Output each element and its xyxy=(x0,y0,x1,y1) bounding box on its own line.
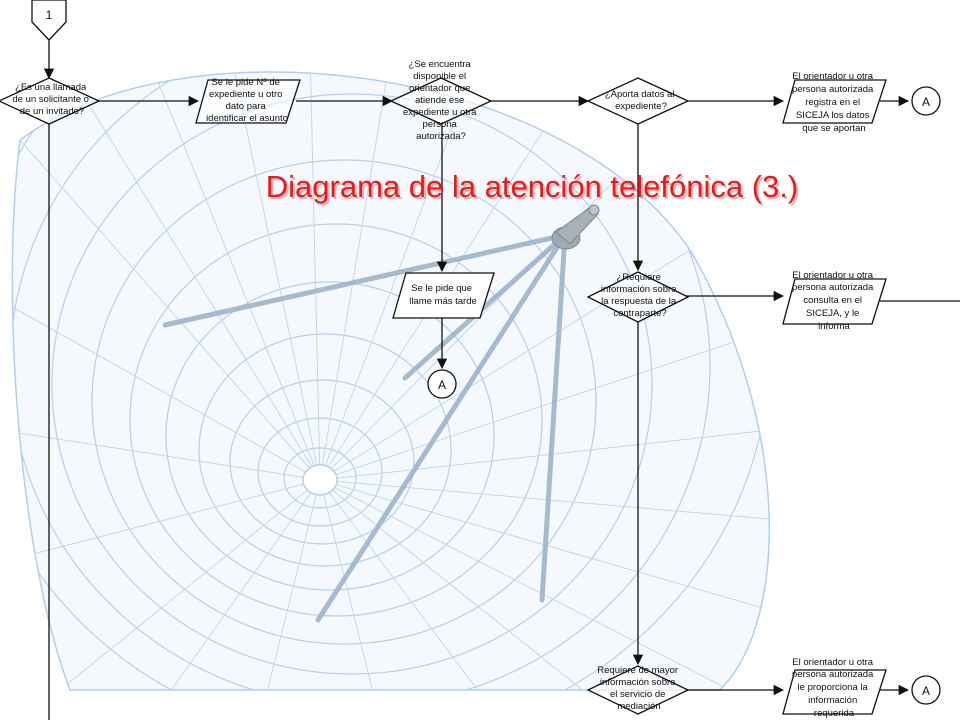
decision-line: mediación xyxy=(617,701,660,712)
connector-a-middle: A xyxy=(427,369,457,399)
process-line: SICEJA, y le xyxy=(806,308,859,319)
decision-caller-type: ¿Es una llamada de un solicitante o de u… xyxy=(0,77,101,125)
decision-line: la respuesta de la xyxy=(601,296,677,307)
process-line: información xyxy=(808,695,857,706)
process-line: El orientador u otra xyxy=(792,657,874,668)
process-line: informa xyxy=(818,321,850,332)
process-provide-info-label: El orientador u otra persona autorizada … xyxy=(792,657,876,719)
process-line: le proporciona la xyxy=(798,682,869,693)
connector-a-label: A xyxy=(922,95,930,109)
decision-line: ¿Aporta datos al xyxy=(605,89,675,100)
connector-a-bottom: A xyxy=(911,675,941,705)
process-register-data: El orientador u otra persona autorizada … xyxy=(782,71,887,134)
process-call-later: Se le pide que llame más tarde xyxy=(392,272,495,319)
decision-line: de un solicitante o xyxy=(12,94,89,105)
decision-line: expediente? xyxy=(615,101,667,112)
diagram-title-shadow: Diagrama de la atención telefónica (3.) xyxy=(268,171,800,206)
process-line: persona autorizada xyxy=(792,84,874,95)
process-line: registra en el xyxy=(805,97,860,108)
decision-requires-mediation-info-label: Requiere de mayor información sobre el s… xyxy=(597,665,680,712)
decision-line: el servicio de xyxy=(610,689,665,700)
decision-line: ¿Requiere xyxy=(617,272,661,283)
satellite-dish-icon xyxy=(11,71,770,691)
decision-requires-counterpart-info-label: ¿Requiere información sobre la respuesta… xyxy=(601,272,679,319)
start-connector-label: 1 xyxy=(46,8,53,22)
decision-line: contraparte? xyxy=(613,308,666,319)
decision-provides-data: ¿Aporta datos al expediente? xyxy=(586,77,690,125)
process-line: llame más tarde xyxy=(409,296,477,307)
process-line: persona autorizada xyxy=(792,282,874,293)
decision-line: Requiere de mayor xyxy=(597,665,678,676)
process-line: consulta en el xyxy=(803,295,862,306)
process-line: SICEJA los datos xyxy=(796,110,870,121)
decision-line: información sobre xyxy=(600,677,676,688)
connector-a-top: A xyxy=(911,86,941,116)
decision-counselor-available: ¿Se encuentra disponible el orientador q… xyxy=(389,59,493,142)
process-consult-siceja-label: El orientador u otra persona autorizada … xyxy=(792,270,876,332)
decision-line: disponible el xyxy=(413,71,466,82)
decision-line: atiende ese xyxy=(415,95,464,106)
process-line: El orientador u otra xyxy=(792,71,874,82)
process-ask-file-number-label: Se le pide Nº de expediente u otro dato … xyxy=(206,77,288,124)
decision-line: orientador que xyxy=(409,83,470,94)
decision-line: ¿Se encuentra xyxy=(409,59,472,70)
decision-caller-type-label: ¿Es una llamada de un solicitante o de u… xyxy=(12,82,91,117)
decision-line: expediente u otra xyxy=(403,107,477,118)
process-line: expediente u otro xyxy=(209,89,282,100)
process-ask-file-number: Se le pide Nº de expediente u otro dato … xyxy=(195,77,301,124)
decision-requires-mediation-info: Requiere de mayor información sobre el s… xyxy=(586,665,690,715)
decision-counselor-available-label: ¿Se encuentra disponible el orientador q… xyxy=(403,59,479,142)
process-line: requerida xyxy=(814,708,855,719)
decision-line: ¿Es una llamada xyxy=(15,82,87,93)
process-consult-siceja: El orientador u otra persona autorizada … xyxy=(782,270,887,332)
process-line: Se le pide que xyxy=(411,283,472,294)
process-provide-info: El orientador u otra persona autorizada … xyxy=(782,657,887,719)
start-connector: 1 xyxy=(31,0,67,41)
decision-line: autorizada? xyxy=(416,131,466,142)
process-line: persona autorizada xyxy=(792,669,874,680)
connector-lines xyxy=(43,40,960,720)
decision-requires-counterpart-info: ¿Requiere información sobre la respuesta… xyxy=(586,271,690,323)
decision-provides-data-label: ¿Aporta datos al expediente? xyxy=(605,89,677,112)
decision-line: de un invitado? xyxy=(20,106,84,117)
process-line: dato para xyxy=(226,101,267,112)
process-line: El orientador u otra xyxy=(792,270,874,281)
decision-line: persona xyxy=(423,119,458,130)
diagram-title: Diagrama de la atención telefónica (3.) … xyxy=(266,169,800,206)
process-call-later-label: Se le pide que llame más tarde xyxy=(409,283,477,307)
connector-a-label: A xyxy=(922,684,930,698)
process-line: identificar el asunto xyxy=(206,113,288,124)
connector-a-label: A xyxy=(438,378,446,392)
process-line: Se le pide Nº de xyxy=(211,77,279,88)
decision-line: información sobre xyxy=(601,284,677,295)
diagram-title-text: Diagrama de la atención telefónica (3.) xyxy=(266,169,798,204)
process-line: que se aportan xyxy=(802,123,865,134)
process-register-data-label: El orientador u otra persona autorizada … xyxy=(792,71,876,134)
